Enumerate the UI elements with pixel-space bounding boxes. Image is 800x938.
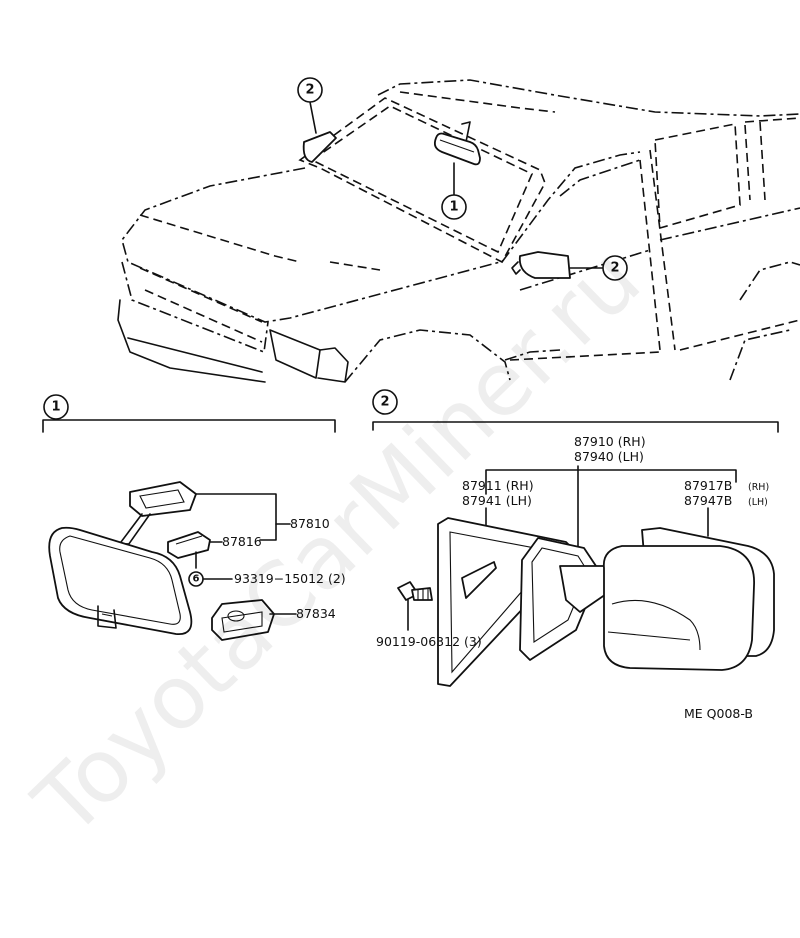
part-87810-label: 87810	[290, 516, 330, 531]
part-87816-label: 87816	[222, 534, 262, 549]
diagram-code: ME Q008-B	[684, 706, 753, 721]
part-90119-label: 90119-06312 (3)	[376, 634, 482, 649]
bolt-marker-label: 6	[193, 574, 200, 585]
section-2-callout	[372, 389, 398, 415]
part-87911-label: 87911 (RH)	[462, 478, 534, 493]
part-87834-label: 87834	[296, 606, 336, 621]
section-1-callout	[43, 394, 69, 420]
callout-circle-1-vehicle	[441, 194, 467, 220]
vehicle-outline	[117, 79, 800, 383]
callout-circle-2-side	[602, 255, 628, 281]
part-87917B-side: (RH)	[748, 482, 769, 493]
callout-2-top-label: 2	[305, 83, 314, 98]
vehicle-callouts: 2 1 2	[297, 77, 628, 281]
section-2-outer-mirror: 2 87910 (RH) 87940 (LH) 87911 (RH) 87941…	[372, 389, 779, 687]
part-87917B-label: 87917B	[684, 478, 732, 493]
part-87947B-side: (LH)	[748, 497, 768, 508]
callout-circle-2-top	[297, 77, 323, 103]
callout-2-side-label: 2	[610, 261, 619, 276]
section-1-callout-label: 1	[51, 400, 60, 415]
part-87940-label: 87940 (LH)	[574, 449, 644, 464]
part-87910-label: 87910 (RH)	[574, 434, 646, 449]
part-87947B-label: 87947B	[684, 493, 732, 508]
part-93319-label: 93319−15012 (2)	[234, 571, 346, 586]
section-1-inner-mirror: 1 6 87810 87816 93319−15012 (2) 878	[42, 394, 346, 641]
callout-1-vehicle-label: 1	[449, 200, 458, 215]
section-2-callout-label: 2	[380, 395, 389, 410]
part-87941-label: 87941 (LH)	[462, 493, 532, 508]
